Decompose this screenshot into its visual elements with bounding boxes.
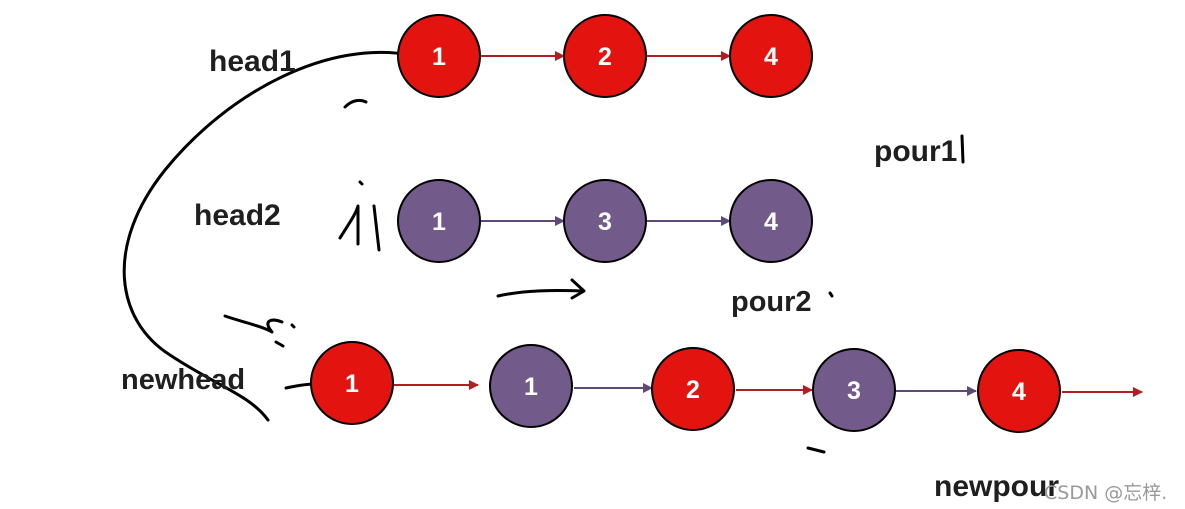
merged-node-circle (812, 348, 896, 432)
node-value: 1 (524, 373, 538, 401)
list2-node-circle (729, 179, 813, 263)
node-value: 1 (345, 370, 359, 398)
node-value: 3 (847, 377, 861, 405)
handwritten-annotations (122, 50, 965, 454)
list1-nodes (397, 14, 813, 98)
node-value: 1 (432, 208, 446, 236)
list2-node-circle (397, 179, 481, 263)
scribble-stroke (274, 340, 285, 348)
csdn-watermark: CSDN @忘梓. (1044, 482, 1168, 504)
scribble-stroke (806, 446, 826, 454)
pour1-label: pour1 (874, 135, 958, 168)
node-value: 2 (686, 376, 700, 404)
merged-node-circle (977, 349, 1061, 433)
curve-stroke-head1-to-newhead (122, 50, 412, 422)
list1-node-circle (729, 14, 813, 98)
list1-node-circle (563, 14, 647, 98)
scribble-stroke (343, 98, 368, 109)
arrow-stroke (570, 278, 586, 300)
node-value: 2 (598, 43, 612, 71)
head1-label: head1 (209, 45, 296, 78)
scribble-stroke (960, 134, 965, 164)
list2-nodes (397, 179, 813, 263)
node-value: 1 (432, 43, 446, 71)
merged-node-circle (651, 347, 735, 431)
node-value: 4 (764, 43, 778, 71)
pour2-label: pour2 (731, 286, 812, 318)
newpour-label: newpour (934, 470, 1059, 503)
dot-stroke (290, 323, 296, 329)
merged-node-circle (489, 344, 573, 428)
link-arrows (394, 51, 1143, 397)
head2-label: head2 (194, 199, 281, 232)
merged-node-circle (310, 341, 394, 425)
node-value: 3 (598, 208, 612, 236)
scribble-stroke (372, 204, 381, 252)
scribble-stroke (338, 204, 360, 246)
dot-stroke (358, 180, 364, 186)
node-values: 1 2 4 1 3 4 1 1 2 3 4 (345, 43, 1026, 406)
node-value: 4 (1012, 378, 1026, 406)
scribble-stroke (223, 314, 284, 334)
merged-nodes (310, 341, 1061, 433)
dot-stroke (828, 291, 834, 298)
list1-node-circle (397, 14, 481, 98)
node-value: 4 (764, 208, 778, 236)
newhead-label: newhead (121, 364, 246, 396)
arrow-stroke (496, 289, 584, 298)
list2-node-circle (563, 179, 647, 263)
